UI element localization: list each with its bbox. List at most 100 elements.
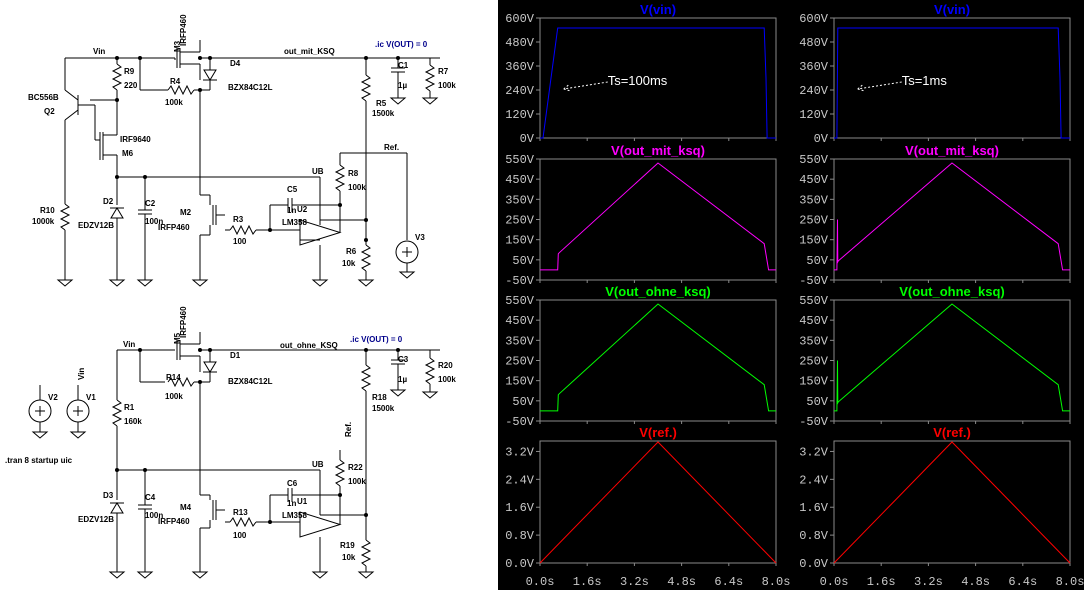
r13-resistor	[229, 516, 257, 528]
v2-label: V2	[48, 393, 58, 402]
d2-zener	[110, 207, 124, 219]
u1-opamp	[299, 511, 342, 538]
y-tick-label: 360V	[505, 60, 535, 74]
plot-frame	[833, 17, 1071, 139]
series-line	[540, 27, 776, 139]
x-tick-label: 3.2s	[914, 575, 943, 589]
r18-label: R18	[372, 393, 387, 402]
y-tick-label: 550V	[799, 294, 829, 308]
y-tick-label: 450V	[799, 314, 829, 328]
r10-resistor	[59, 203, 71, 231]
c3-label: C3	[398, 355, 409, 364]
y-tick-label: 50V	[512, 395, 534, 409]
r3-resistor	[229, 224, 257, 236]
ub-label-lower: UB	[312, 460, 324, 469]
x-tick-label: 1.6s	[867, 575, 896, 589]
c6-label: C6	[287, 479, 298, 488]
c2-label: C2	[145, 199, 156, 208]
plot-title: V(ref.)	[639, 425, 677, 440]
y-tick-label: 50V	[806, 395, 828, 409]
vin-net-label: Vin	[93, 47, 105, 56]
y-tick-label: 480V	[505, 36, 535, 50]
r19-value: 10k	[342, 553, 356, 562]
m4-part: IRFP460	[158, 517, 190, 526]
c5-value: 1n	[287, 206, 296, 215]
plot-title: V(out_ohne_ksq)	[899, 284, 1004, 299]
y-tick-label: 150V	[505, 234, 535, 248]
r20-value: 100k	[438, 375, 456, 384]
r8-resistor	[334, 164, 346, 192]
y-tick-label: 1.6V	[799, 501, 829, 515]
d3-zener	[110, 502, 124, 514]
x-tick-label: 8.0s	[1056, 575, 1084, 589]
plot-frame	[539, 17, 777, 139]
v1-label: V1	[86, 393, 96, 402]
c3-value: 1µ	[398, 375, 407, 384]
r22-resistor	[334, 459, 346, 487]
d3-label: D3	[103, 491, 114, 500]
d1-label: D1	[230, 351, 241, 360]
y-tick-label: 0.8V	[799, 529, 829, 543]
r13-value: 100	[233, 531, 247, 540]
y-tick-label: 450V	[505, 314, 535, 328]
tran-directive: .tran 8 startup uic	[5, 456, 73, 465]
plot-frame	[833, 158, 1071, 281]
d4-label: D4	[230, 59, 241, 68]
u1-part: LM358	[282, 511, 307, 520]
r6-resistor	[360, 244, 372, 272]
out-mit-net-label: out_mit_KSQ	[284, 47, 335, 56]
u2-opamp	[299, 219, 342, 246]
u2-part: LM358	[282, 218, 307, 227]
r6-value: 10k	[342, 259, 356, 268]
plot-title: V(out_mit_ksq)	[611, 143, 705, 158]
x-tick-label: 8.0s	[762, 575, 791, 589]
y-tick-label: 250V	[505, 214, 535, 228]
plot-title: V(out_ohne_ksq)	[605, 284, 710, 299]
r19-label: R19	[340, 541, 355, 550]
x-tick-label: 4.8s	[961, 575, 990, 589]
annotation-text: Ts=1ms	[902, 73, 948, 88]
m2-part: IRFP460	[158, 223, 190, 232]
r10-value: 1000k	[32, 217, 55, 226]
y-tick-label: 350V	[505, 334, 535, 348]
c1-value: 1µ	[398, 81, 407, 90]
r9-label: R9	[124, 67, 135, 76]
y-tick-label: 450V	[505, 173, 535, 187]
ic-directive-lower: .ic V(OUT) = 0	[350, 335, 403, 344]
r20-label: R20	[438, 361, 453, 370]
r1-value: 160k	[124, 417, 142, 426]
x-tick-label: 6.4s	[714, 575, 743, 589]
r3-value: 100	[233, 237, 247, 246]
m3-part: IRFP460	[179, 14, 188, 46]
plot-frame	[833, 440, 1071, 564]
series-line	[540, 303, 776, 412]
annotation-arrow	[563, 81, 608, 92]
m2-label: M2	[180, 208, 192, 217]
d2-label: D2	[103, 197, 114, 206]
y-tick-label: 3.2V	[799, 445, 829, 459]
annotation-arrow	[857, 81, 902, 92]
r18-value: 1500k	[372, 404, 395, 413]
plot-panel-4: 550V450V350V250V150V50V-50VV(out_ohne_ks…	[505, 284, 777, 429]
y-tick-label: 600V	[799, 12, 829, 26]
r22-value: 100k	[348, 477, 366, 486]
plot-title: V(ref.)	[933, 425, 971, 440]
plot-title: V(vin)	[640, 2, 676, 17]
q2-label: Q2	[44, 107, 55, 116]
d1-zener	[203, 361, 217, 373]
plot-frame	[833, 299, 1071, 422]
y-tick-label: 250V	[505, 355, 535, 369]
u2-label: U2	[297, 205, 308, 214]
y-tick-label: 450V	[799, 173, 829, 187]
y-tick-label: 240V	[505, 84, 535, 98]
c4-label: C4	[145, 493, 156, 502]
plot-panel-5: 550V450V350V250V150V50V-50VV(out_ohne_ks…	[799, 284, 1071, 429]
y-tick-label: 50V	[806, 254, 828, 268]
ub-label: UB	[312, 167, 324, 176]
plot-title: V(out_mit_ksq)	[905, 143, 999, 158]
u1-label: U1	[297, 497, 308, 506]
y-tick-label: 1.6V	[505, 501, 535, 515]
r14-resistor	[167, 376, 195, 388]
